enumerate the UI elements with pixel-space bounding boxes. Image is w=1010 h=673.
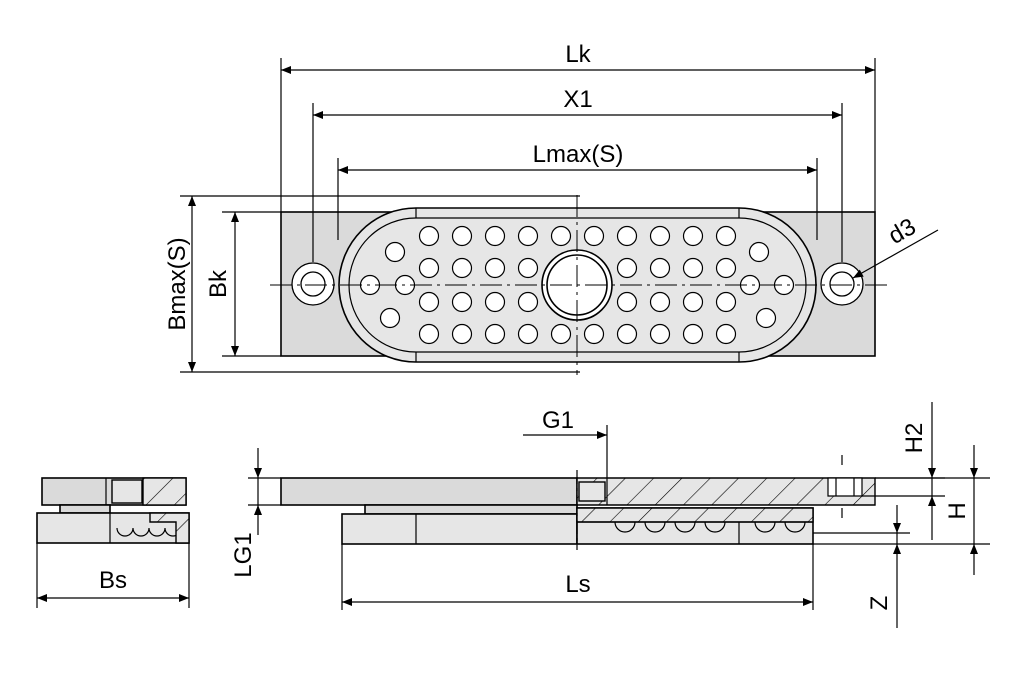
lubrication-pocket bbox=[649, 323, 671, 345]
section-pad-left bbox=[341, 513, 578, 545]
lubrication-pocket bbox=[682, 323, 704, 345]
lubrication-pocket bbox=[583, 323, 605, 345]
lubrication-pocket bbox=[649, 257, 671, 279]
label-Lk: Lk bbox=[565, 41, 591, 68]
lubrication-pocket bbox=[484, 323, 506, 345]
end-view bbox=[36, 477, 190, 608]
lubrication-pocket bbox=[616, 257, 638, 279]
lubrication-pocket bbox=[484, 291, 506, 313]
lubrication-pocket bbox=[550, 225, 572, 247]
lubrication-pocket bbox=[451, 291, 473, 313]
section-rail-left bbox=[280, 477, 578, 506]
lubrication-pocket bbox=[451, 225, 473, 247]
lubrication-pocket bbox=[616, 323, 638, 345]
label-d3: d3 bbox=[884, 213, 921, 250]
lubrication-pocket bbox=[715, 225, 737, 247]
label-Bmax: Bmax(S) bbox=[164, 237, 191, 330]
lubrication-pocket bbox=[616, 225, 638, 247]
lubrication-pocket bbox=[649, 291, 671, 313]
label-H2: H2 bbox=[901, 423, 928, 454]
label-Bk: Bk bbox=[205, 269, 232, 298]
label-LG1: LG1 bbox=[230, 532, 257, 577]
lubrication-pocket bbox=[384, 241, 406, 263]
lubrication-pocket bbox=[649, 225, 671, 247]
lubrication-pocket bbox=[715, 323, 737, 345]
lubrication-pocket bbox=[484, 257, 506, 279]
label-H: H bbox=[944, 502, 971, 519]
label-Bs: Bs bbox=[99, 567, 127, 594]
top-view-dimensions bbox=[180, 58, 939, 373]
lubrication-pocket bbox=[755, 307, 777, 329]
lubrication-pocket bbox=[715, 257, 737, 279]
top-view bbox=[270, 195, 890, 375]
lubrication-pocket bbox=[682, 291, 704, 313]
section-view-dimensions bbox=[248, 402, 990, 628]
lubrication-pocket bbox=[682, 257, 704, 279]
lubrication-pocket bbox=[418, 257, 440, 279]
lubrication-pocket bbox=[748, 241, 770, 263]
lubrication-pocket bbox=[418, 291, 440, 313]
lubrication-pocket bbox=[517, 257, 539, 279]
dimension-d3-leader bbox=[852, 229, 939, 279]
label-Z: Z bbox=[866, 596, 893, 611]
lubrication-pocket bbox=[484, 225, 506, 247]
section-view bbox=[280, 455, 876, 550]
label-G1: G1 bbox=[542, 407, 574, 434]
lubrication-pocket bbox=[517, 291, 539, 313]
lubrication-pocket bbox=[715, 291, 737, 313]
label-Lmax: Lmax(S) bbox=[533, 141, 624, 168]
lubrication-pocket bbox=[451, 323, 473, 345]
lubrication-pocket bbox=[550, 323, 572, 345]
lubrication-pocket bbox=[517, 225, 539, 247]
lubrication-pocket bbox=[418, 323, 440, 345]
lubrication-pocket bbox=[379, 307, 401, 329]
lubrication-pocket bbox=[517, 323, 539, 345]
lubrication-pocket bbox=[682, 225, 704, 247]
lubrication-pocket bbox=[451, 257, 473, 279]
label-Ls: Ls bbox=[565, 571, 590, 598]
lubrication-pocket bbox=[418, 225, 440, 247]
label-X1: X1 bbox=[563, 86, 592, 113]
lubrication-pocket bbox=[583, 225, 605, 247]
lubrication-pocket bbox=[616, 291, 638, 313]
